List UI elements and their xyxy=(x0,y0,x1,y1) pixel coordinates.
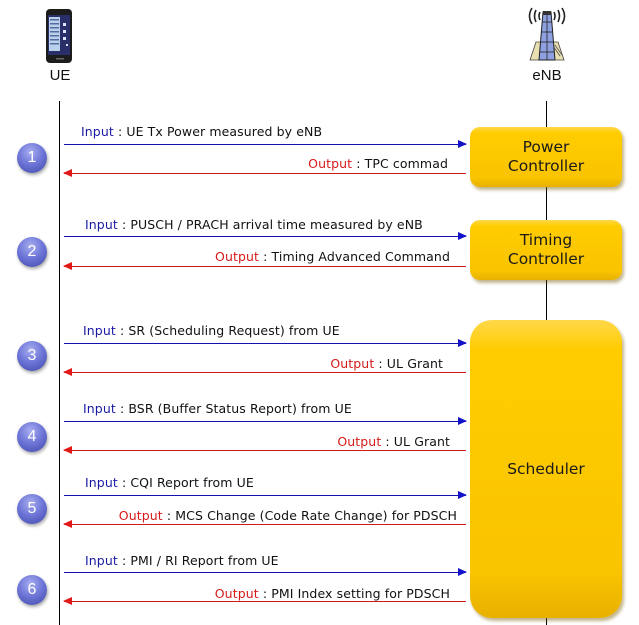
input-label-4: Input : BSR (Buffer Status Report) from … xyxy=(83,401,352,416)
output-label-6: Output : PMI Index setting for PDSCH xyxy=(215,586,450,601)
input-arrow-1 xyxy=(64,140,467,148)
input-keyword: Input xyxy=(85,475,118,490)
input-arrow-3 xyxy=(64,339,467,347)
output-label-2: Output : Timing Advanced Command xyxy=(215,249,450,264)
input-text: : PMI / RI Report from UE xyxy=(117,553,279,568)
output-arrow-4 xyxy=(63,446,466,454)
output-keyword: Output xyxy=(118,508,163,523)
output-text: : UL Grant xyxy=(381,434,450,449)
ue-label: UE xyxy=(49,67,71,84)
scheduler-block: Scheduler xyxy=(470,320,622,618)
input-text: : BSR (Buffer Status Report) from UE xyxy=(115,401,352,416)
output-keyword: Output xyxy=(308,156,353,171)
output-keyword: Output xyxy=(330,356,375,371)
step-badge-1: 1 xyxy=(17,143,47,173)
step-badge-6: 6 xyxy=(17,575,47,605)
step-badge-2: 2 xyxy=(17,237,47,267)
input-text: : SR (Scheduling Request) from UE xyxy=(115,323,340,338)
output-keyword: Output xyxy=(215,249,260,264)
output-arrow-1 xyxy=(63,169,466,177)
timing-controller-line2: Controller xyxy=(507,250,585,268)
input-arrow-2 xyxy=(64,232,467,240)
input-label-2: Input : PUSCH / PRACH arrival time measu… xyxy=(85,217,423,232)
input-keyword: Input xyxy=(83,401,116,416)
input-label-1: Input : UE Tx Power measured by eNB xyxy=(81,124,322,139)
input-arrow-4 xyxy=(64,417,467,425)
output-text: : TPC commad xyxy=(352,156,448,171)
output-label-5: Output : MCS Change (Code Rate Change) f… xyxy=(119,508,457,523)
output-arrow-2 xyxy=(63,262,466,270)
input-keyword: Input xyxy=(83,323,116,338)
input-text: : UE Tx Power measured by eNB xyxy=(113,124,323,139)
input-text: : PUSCH / PRACH arrival time measured by… xyxy=(117,217,423,232)
step-badge-3: 3 xyxy=(17,341,47,371)
output-arrow-3 xyxy=(63,368,466,376)
enb-label: eNB xyxy=(532,67,562,84)
output-label-3: Output : UL Grant xyxy=(330,356,443,371)
scheduler-label: Scheduler xyxy=(507,459,585,478)
input-text: : CQI Report from UE xyxy=(117,475,254,490)
output-text: : Timing Advanced Command xyxy=(259,249,450,264)
cell-tower-icon xyxy=(528,7,566,61)
input-label-3: Input : SR (Scheduling Request) from UE xyxy=(83,323,340,338)
step-badge-4: 4 xyxy=(17,422,47,452)
output-text: : MCS Change (Code Rate Change) for PDSC… xyxy=(162,508,457,523)
smartphone-icon xyxy=(46,9,72,63)
output-label-4: Output : UL Grant xyxy=(337,434,450,449)
output-arrow-6 xyxy=(63,597,466,605)
output-text: : UL Grant xyxy=(374,356,443,371)
power-controller-line1: Power xyxy=(522,138,570,156)
ue-entity xyxy=(44,8,76,66)
output-keyword: Output xyxy=(214,586,259,601)
ue-lifeline xyxy=(59,101,60,625)
timing-controller-line1: Timing xyxy=(519,231,573,249)
input-arrow-5 xyxy=(64,491,467,499)
input-label-5: Input : CQI Report from UE xyxy=(85,475,254,490)
input-label-6: Input : PMI / RI Report from UE xyxy=(85,553,279,568)
input-arrow-6 xyxy=(64,568,467,576)
input-keyword: Input xyxy=(85,553,118,568)
output-text: : PMI Index setting for PDSCH xyxy=(258,586,450,601)
power-controller-line2: Controller xyxy=(507,157,585,175)
input-keyword: Input xyxy=(85,217,118,232)
output-label-1: Output : TPC commad xyxy=(308,156,448,171)
output-keyword: Output xyxy=(337,434,382,449)
step-badge-5: 5 xyxy=(17,494,47,524)
enb-entity xyxy=(522,2,572,66)
input-keyword: Input xyxy=(81,124,114,139)
output-arrow-5 xyxy=(63,520,466,528)
